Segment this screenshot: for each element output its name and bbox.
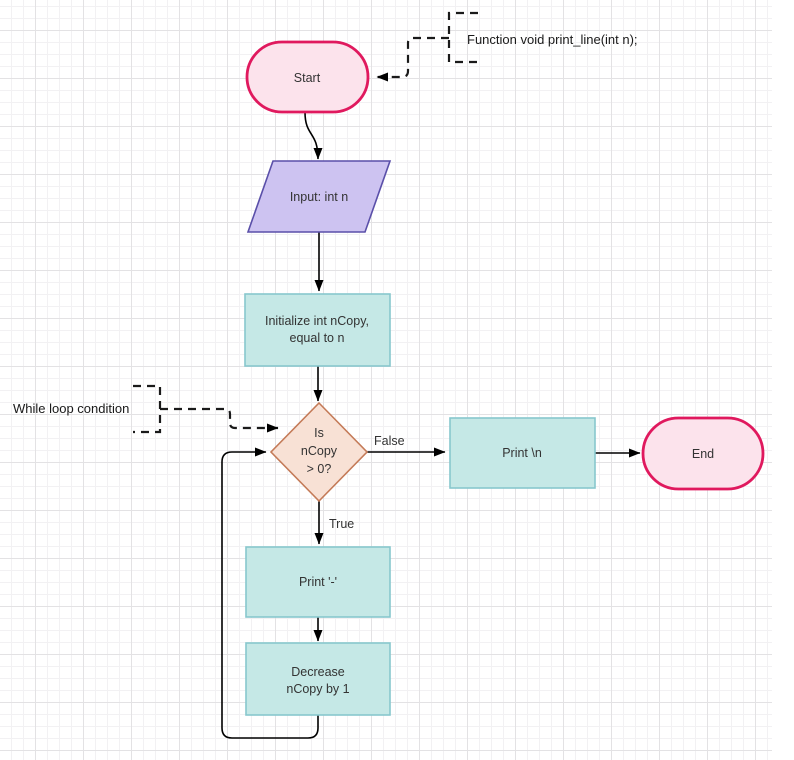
node-print-dash[interactable]: Print '-' <box>245 546 391 618</box>
node-label: Start <box>294 71 321 85</box>
edge-start-input[interactable] <box>304 111 323 160</box>
process-shape[interactable] <box>245 546 391 618</box>
decision-shape[interactable] <box>269 401 369 503</box>
node-condition[interactable]: Is nCopy > 0? <box>269 401 369 503</box>
annotation-bracket <box>133 384 162 434</box>
node-print-newline[interactable]: Print \n <box>449 417 596 489</box>
parallelogram-shape[interactable] <box>246 160 392 233</box>
node-initialize[interactable]: Initialize int nCopy, equal to n <box>244 293 391 367</box>
node-label-line1: Is <box>314 426 324 440</box>
annotation-function-text: Function void print_line(int n); <box>467 32 638 47</box>
annotation-while-loop: While loop condition <box>13 384 279 434</box>
annotation-bracket <box>447 11 478 64</box>
node-label-line1: Initialize int nCopy, <box>265 314 369 328</box>
edge-label-true: True <box>329 517 354 531</box>
node-label-line2: nCopy <box>301 444 338 458</box>
annotation-leader-arrow[interactable] <box>160 407 279 433</box>
node-decrease[interactable]: Decrease nCopy by 1 <box>245 642 391 716</box>
terminator-shape[interactable] <box>641 416 765 491</box>
page-margin <box>772 0 794 760</box>
node-label: Print '-' <box>299 575 337 589</box>
node-label-line2: nCopy by 1 <box>286 682 349 696</box>
node-label-line3: > 0? <box>307 462 332 476</box>
node-input[interactable]: Input: int n <box>246 160 392 233</box>
node-label-line2: equal to n <box>290 331 345 345</box>
node-label: Input: int n <box>290 190 348 204</box>
node-end[interactable]: End <box>641 416 765 491</box>
node-start[interactable]: Start <box>245 40 370 114</box>
node-label: Print \n <box>502 446 542 460</box>
node-label: End <box>692 447 714 461</box>
node-label-line1: Decrease <box>291 665 345 679</box>
annotation-leader-arrow[interactable] <box>376 36 449 82</box>
edge-label-false: False <box>374 434 405 448</box>
process-shape[interactable] <box>449 417 596 489</box>
annotation-while-text: While loop condition <box>13 401 129 416</box>
annotation-function-signature: Function void print_line(int n); <box>376 11 638 82</box>
terminator-shape[interactable] <box>245 40 370 114</box>
process-shape[interactable] <box>245 642 391 716</box>
process-shape[interactable] <box>244 293 391 367</box>
edge-decrease-cond-loopback[interactable] <box>221 447 319 739</box>
